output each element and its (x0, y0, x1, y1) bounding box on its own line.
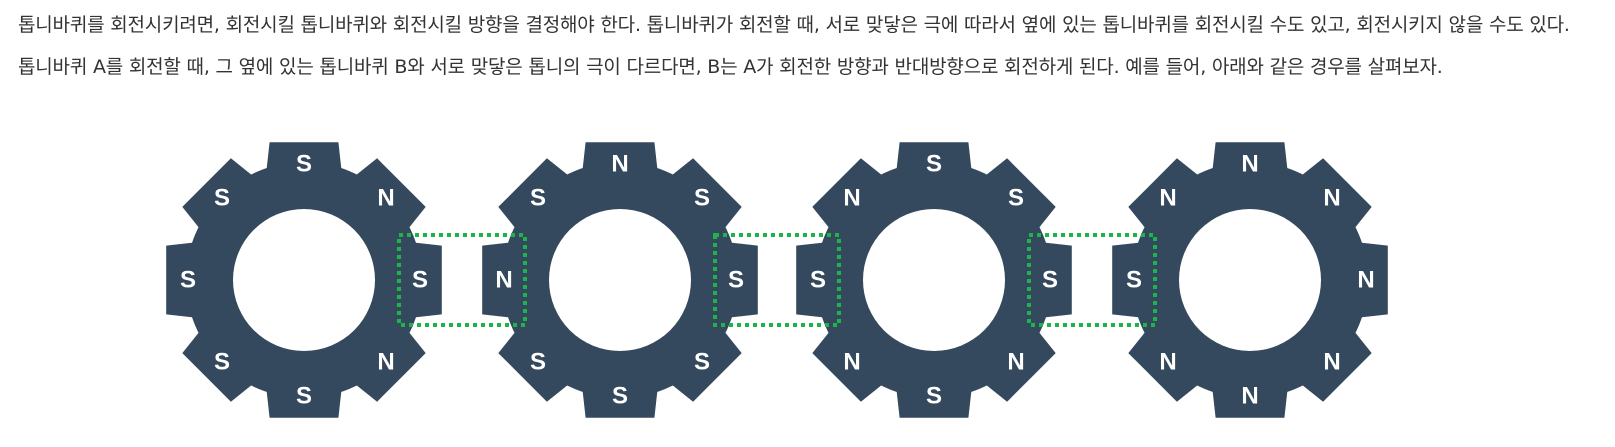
pole-label-n: N (495, 267, 512, 294)
gear-tooth (482, 241, 524, 319)
pole-label-n: N (1159, 185, 1176, 212)
gear-tooth (344, 320, 426, 402)
pole-label-n: N (377, 185, 394, 212)
gear-tooth (498, 320, 580, 402)
gear-hole (233, 209, 375, 351)
gear-tooth (182, 320, 264, 402)
contact-highlight (1027, 233, 1157, 327)
gear-tooth (1030, 241, 1072, 319)
pole-label-n: N (1323, 349, 1340, 376)
problem-description: 톱니바퀴를 회전시키려면, 회전시킬 톱니바퀴와 회전시킬 방향을 결정해야 한… (18, 14, 1570, 78)
gear-tooth (796, 241, 838, 319)
pole-label-n: N (843, 185, 860, 212)
gear-tooth (581, 142, 659, 184)
pole-label-s: S (612, 383, 628, 410)
gear-4: N N N N N N S N (1112, 142, 1388, 418)
gear-tooth (812, 320, 894, 402)
gear-tooth (1290, 320, 1372, 402)
gear-tooth (812, 158, 894, 240)
pole-label-s: S (214, 349, 230, 376)
gear-tooth (344, 158, 426, 240)
gears-layer: S N S N S S S S N S S S S S N S S S S N S N S N N N N N N N S N (166, 142, 1388, 418)
pole-label-s: S (694, 349, 710, 376)
pole-label-s: S (694, 185, 710, 212)
pole-label-s: S (810, 267, 826, 294)
pole-label-n: N (1241, 151, 1258, 178)
gear-1: S N S N S S S S (166, 142, 442, 418)
gear-2: N S S S S S N S (482, 142, 758, 418)
gear-tooth (1128, 320, 1210, 402)
pole-label-s: S (296, 151, 312, 178)
gear-tooth (1211, 376, 1289, 418)
gear-tooth (166, 241, 208, 319)
pole-label-s: S (296, 383, 312, 410)
gear-tooth (400, 241, 442, 319)
gear-tooth (581, 376, 659, 418)
contact-highlight (713, 233, 841, 327)
pole-label-s: S (926, 383, 942, 410)
pole-label-s: S (412, 267, 428, 294)
gear-tooth (895, 142, 973, 184)
pole-label-s: S (214, 185, 230, 212)
gear-tooth (265, 142, 343, 184)
pole-label-n: N (377, 349, 394, 376)
gear-hole (549, 209, 691, 351)
gear-tooth (660, 320, 742, 402)
pole-label-s: S (530, 349, 546, 376)
gear-tooth (1128, 158, 1210, 240)
gear-tooth (895, 376, 973, 418)
pole-label-s: S (1042, 267, 1058, 294)
contact-highlights (397, 233, 1157, 327)
pole-label-s: S (180, 267, 196, 294)
pole-label-n: N (1241, 383, 1258, 410)
gear-hole (1179, 209, 1321, 351)
gear-tooth (182, 158, 264, 240)
pole-label-n: N (1007, 349, 1024, 376)
gear-3: S S S N S N S N (796, 142, 1072, 418)
pole-label-s: S (926, 151, 942, 178)
pole-label-s: S (1008, 185, 1024, 212)
gear-tooth (1346, 241, 1388, 319)
gear-tooth (716, 241, 758, 319)
gear-tooth (974, 320, 1056, 402)
pole-label-n: N (1323, 185, 1340, 212)
gear-tooth (265, 376, 343, 418)
pole-label-n: N (843, 349, 860, 376)
gear-hole (863, 209, 1005, 351)
pole-label-n: N (1159, 349, 1176, 376)
pole-label-s: S (1126, 267, 1142, 294)
gear-tooth (1211, 142, 1289, 184)
contact-highlight (397, 233, 527, 327)
pole-label-n: N (611, 151, 628, 178)
gear-tooth (1290, 158, 1372, 240)
pole-label-n: N (1357, 267, 1374, 294)
gear-tooth (498, 158, 580, 240)
pole-label-s: S (728, 267, 744, 294)
gear-tooth (1112, 241, 1154, 319)
gear-tooth (974, 158, 1056, 240)
gear-tooth (660, 158, 742, 240)
pole-label-s: S (530, 185, 546, 212)
